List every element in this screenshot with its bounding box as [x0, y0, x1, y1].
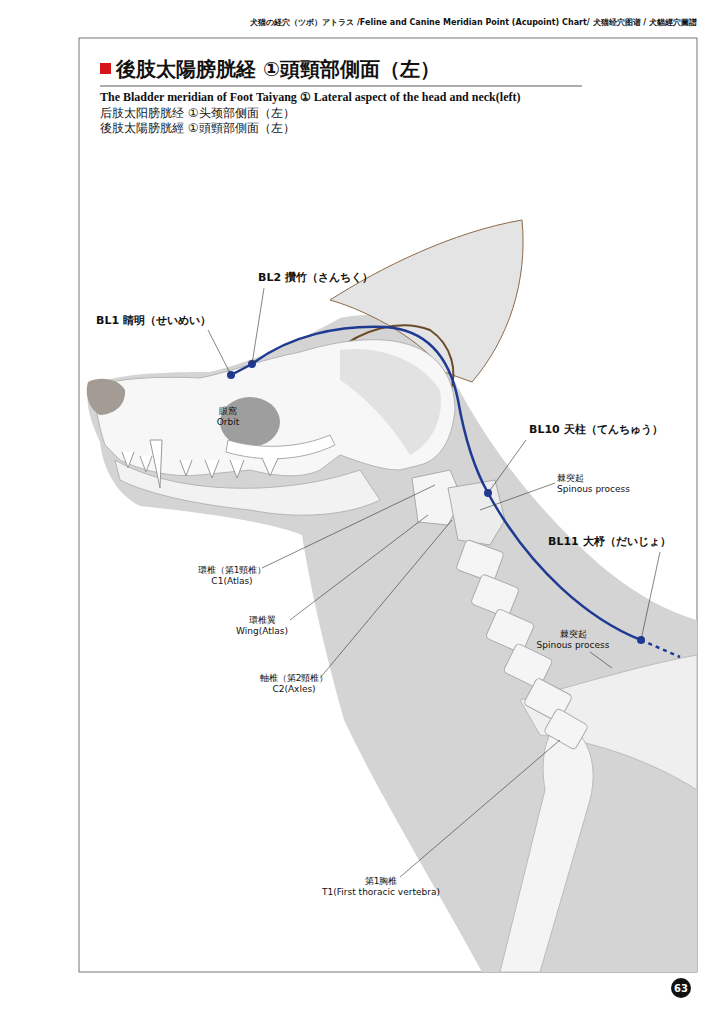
leader-lines [208, 288, 660, 877]
part-name: Spinous process [537, 640, 610, 650]
teeth [122, 452, 278, 478]
dog-silhouette [88, 315, 697, 972]
humerus [500, 720, 593, 972]
canine-tooth [150, 440, 162, 488]
running-header: 犬猫の経穴（ツボ）アトラス /Feline and Canine Meridia… [250, 18, 697, 27]
part-name: 環椎翼 [249, 615, 276, 625]
acupoint-label: BL2 攢竹（さんちく） [258, 272, 373, 285]
part-name: Orbit [217, 417, 240, 427]
part-name: C2(Axles) [272, 684, 315, 694]
subtitle-english: The Bladder meridian of Foot Taiyang ① L… [100, 91, 520, 105]
acupoint-label: BL11 大杼（だいじょ） [548, 536, 671, 549]
part-name: 棘突起 [560, 629, 587, 639]
meridian-continuation [641, 640, 680, 657]
zygomatic-arch [226, 435, 335, 459]
axis [448, 480, 505, 545]
skull [95, 340, 455, 476]
acupoint-label: BL10 天柱（てんちゅう） [529, 424, 663, 437]
part-name: 第1胸椎 [365, 876, 398, 886]
part-name: 環椎（第1頸椎） [198, 565, 267, 575]
acupoints [227, 360, 645, 644]
nose [87, 379, 125, 415]
meridian-line [231, 327, 641, 640]
part-name: Wing(Atlas) [236, 626, 288, 636]
part-name: C1(Atlas) [211, 576, 252, 586]
subtitle-simplified: 后肢太阳膀胱经 ①头颈部侧面（左） [100, 107, 295, 121]
cranium-shade [340, 349, 441, 455]
acupoint-label: BL1 睛明（せいめい） [96, 315, 211, 328]
title-rule [100, 86, 582, 87]
part-name: 棘突起 [557, 473, 584, 483]
subtitle-traditional: 後肢太陽膀胱經 ①頭頸部側面（左） [100, 122, 295, 136]
part-name: Spinous process [557, 484, 630, 494]
part-name: T1(First thoracic vertebra) [322, 887, 440, 897]
page-frame [79, 38, 697, 972]
part-name: 軸椎（第2頸椎） [260, 673, 329, 683]
title-marker [100, 63, 111, 74]
title: 後肢太陽膀胱経 ①頭頸部側面（左） [116, 58, 440, 81]
page-number: 63 [674, 983, 688, 994]
page-number-badge: 63 [671, 978, 691, 998]
part-name: 眼窩 [219, 406, 237, 416]
mandible [115, 460, 380, 515]
